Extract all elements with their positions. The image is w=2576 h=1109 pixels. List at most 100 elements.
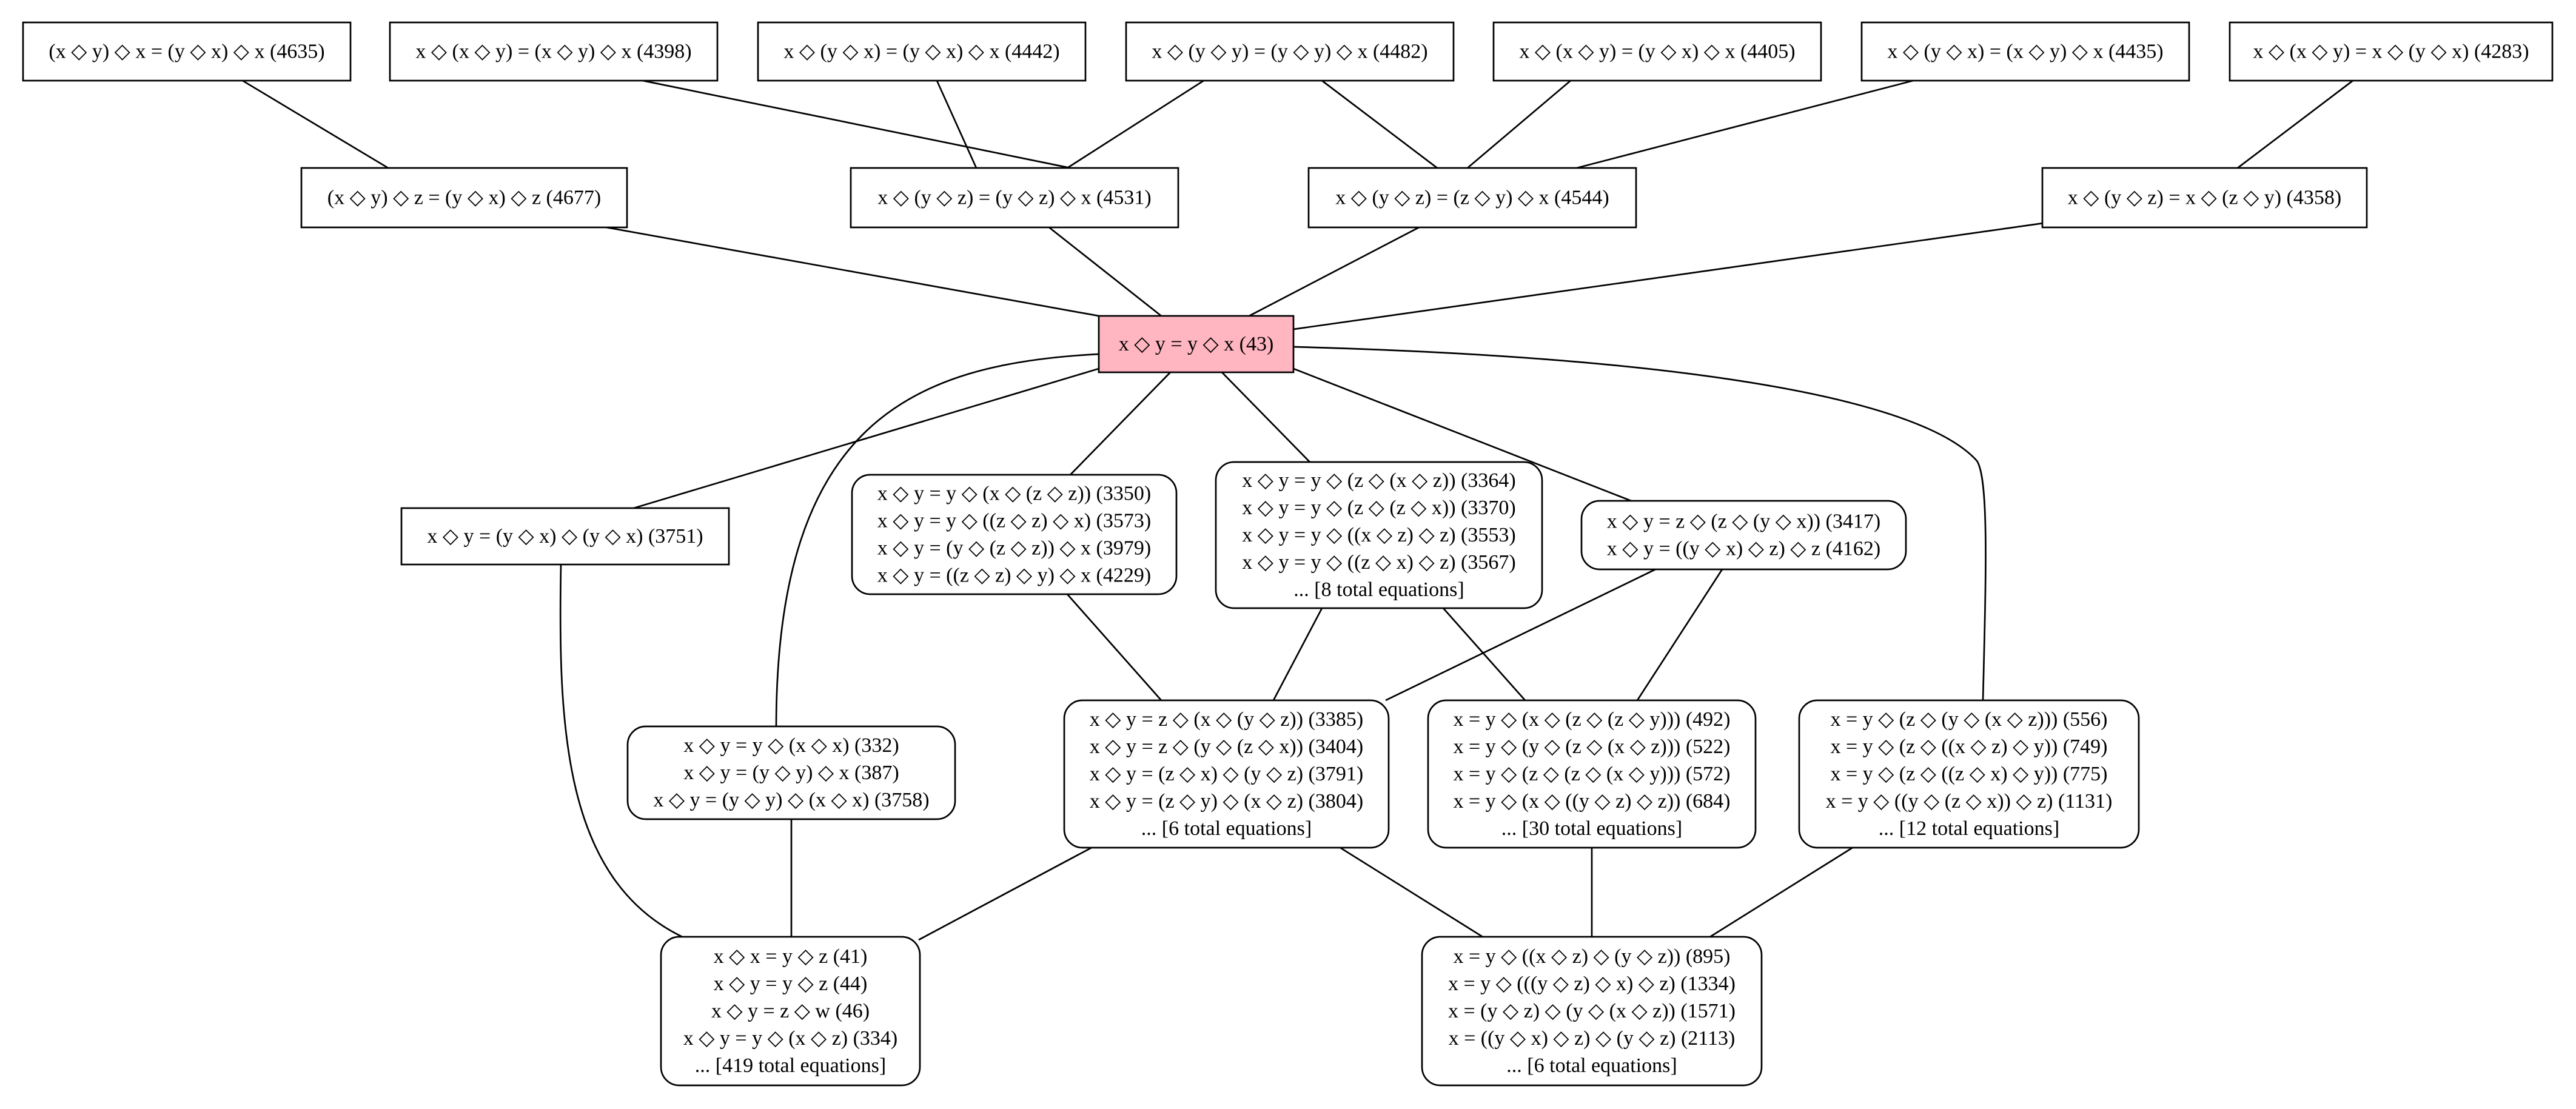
node-box bbox=[1125, 21, 1455, 82]
node-box bbox=[1307, 167, 1637, 229]
equation-line: x ◇ y = y ◇ x (43) bbox=[1119, 333, 1274, 355]
equation-line: (x ◇ y) ◇ x = (y ◇ x) ◇ x (4635) bbox=[49, 41, 324, 63]
equation-node-4283: x ◇ (x ◇ y) = x ◇ (y ◇ x) (4283) bbox=[2229, 21, 2554, 82]
edge-4635-4677 bbox=[242, 79, 389, 169]
node-box bbox=[1215, 461, 1543, 609]
equation-node-4531: x ◇ (y ◇ z) = (y ◇ z) ◇ x (4531) bbox=[850, 167, 1179, 229]
equation-line: x = y ◇ (x ◇ (z ◇ (z ◇ y))) (492) bbox=[1453, 708, 1730, 731]
equation-line: x = y ◇ (((y ◇ z) ◇ x) ◇ z) (1334) bbox=[1448, 973, 1736, 995]
node-box bbox=[1427, 699, 1757, 849]
equation-line: x = y ◇ ((y ◇ (z ◇ x)) ◇ z) (1131) bbox=[1826, 790, 2113, 812]
edge-3417-492 bbox=[1636, 569, 1723, 701]
edge-3364-3385 bbox=[1272, 608, 1323, 701]
edge-4482-4544 bbox=[1321, 79, 1438, 169]
equation-line: x ◇ y = y ◇ (x ◇ z) (334) bbox=[683, 1027, 898, 1050]
equation-line: x ◇ y = z ◇ (x ◇ (y ◇ z)) (3385) bbox=[1090, 708, 1363, 731]
equation-node-4358: x ◇ (y ◇ z) = x ◇ (z ◇ y) (4358) bbox=[2041, 167, 2368, 229]
equation-line: x = y ◇ (z ◇ ((x ◇ z) ◇ y)) (749) bbox=[1830, 735, 2107, 758]
node-box bbox=[1098, 315, 1295, 374]
edge-43-3350 bbox=[1070, 372, 1171, 475]
edge-3385-41 bbox=[918, 846, 1092, 941]
edge-4442-4531 bbox=[936, 80, 978, 169]
equation-line: x ◇ y = z ◇ w (46) bbox=[711, 1000, 870, 1022]
equation-line: x ◇ y = ((y ◇ x) ◇ z) ◇ z (4162) bbox=[1607, 538, 1880, 560]
equation-line: ... [6 total equations] bbox=[1141, 817, 1312, 840]
equation-line: x = y ◇ ((x ◇ z) ◇ (y ◇ z)) (895) bbox=[1453, 945, 1730, 968]
edge-4405-4544 bbox=[1467, 79, 1571, 169]
edge-4435-4544 bbox=[1576, 79, 1914, 169]
edge-3751-41 bbox=[559, 564, 683, 938]
edge-3364-492 bbox=[1442, 608, 1526, 701]
edge-43-3751 bbox=[633, 367, 1099, 509]
equation-node-4442: x ◇ (y ◇ x) = (y ◇ x) ◇ x (4442) bbox=[757, 21, 1087, 82]
equation-line: x = ((y ◇ x) ◇ z) ◇ (y ◇ z) (2113) bbox=[1449, 1027, 1736, 1050]
equation-line: x ◇ y = (y ◇ x) ◇ (y ◇ x) (3751) bbox=[427, 525, 703, 548]
equation-node-3364: x ◇ y = y ◇ (z ◇ (x ◇ z)) (3364) x ◇ y = … bbox=[1215, 461, 1543, 609]
equation-line: ... [8 total equations] bbox=[1293, 578, 1464, 601]
equation-line: x = y ◇ (y ◇ (z ◇ (x ◇ z))) (522) bbox=[1453, 735, 1730, 758]
node-box bbox=[850, 167, 1179, 229]
equation-line: ... [6 total equations] bbox=[1506, 1054, 1677, 1077]
equation-node-3350: x ◇ y = y ◇ (x ◇ (z ◇ z)) (3350) x ◇ y = … bbox=[851, 474, 1178, 595]
equation-line: x ◇ (y ◇ z) = (z ◇ y) ◇ x (4544) bbox=[1335, 187, 1609, 209]
equation-line: x ◇ x = y ◇ z (41) bbox=[714, 945, 868, 968]
edge-4544-43 bbox=[1249, 226, 1420, 317]
node-box bbox=[1860, 21, 2190, 82]
equation-line: x ◇ (x ◇ y) = (y ◇ x) ◇ x (4405) bbox=[1519, 41, 1795, 63]
equation-line: x = y ◇ (z ◇ (z ◇ (x ◇ y))) (572) bbox=[1453, 763, 1730, 785]
node-box bbox=[757, 21, 1087, 82]
equation-node-41: x ◇ x = y ◇ z (41)x ◇ y = y ◇ z (44)x ◇ … bbox=[660, 936, 921, 1087]
edge-43-3364 bbox=[1221, 372, 1310, 463]
equation-node-4482: x ◇ (y ◇ y) = (y ◇ y) ◇ x (4482) bbox=[1125, 21, 1455, 82]
equation-node-895: x = y ◇ ((x ◇ z) ◇ (y ◇ z)) (895) x = y ◇… bbox=[1421, 936, 1763, 1087]
equation-line: x = y ◇ (x ◇ ((y ◇ z) ◇ z)) (684) bbox=[1453, 790, 1730, 812]
edge-3350-3385 bbox=[1066, 594, 1162, 701]
equation-node-4635: (x ◇ y) ◇ x = (y ◇ x) ◇ x (4635) bbox=[22, 21, 352, 82]
equation-node-4398: x ◇ (x ◇ y) = (x ◇ y) ◇ x (4398) bbox=[389, 21, 719, 82]
equation-node-4544: x ◇ (y ◇ z) = (z ◇ y) ◇ x (4544) bbox=[1307, 167, 1637, 229]
equation-node-4677: (x ◇ y) ◇ z = (y ◇ x) ◇ z (4677) bbox=[300, 167, 628, 229]
edge-3385-895 bbox=[1340, 846, 1483, 938]
equation-line: x = (y ◇ z) ◇ (y ◇ (x ◇ z)) (1571) bbox=[1448, 1000, 1736, 1022]
equation-line: x ◇ y = y ◇ (x ◇ (z ◇ z)) (3350) bbox=[877, 483, 1151, 505]
equation-line: x ◇ (y ◇ x) = (y ◇ x) ◇ x (4442) bbox=[783, 41, 1059, 63]
equation-line: x ◇ y = y ◇ (x ◇ x) (332) bbox=[683, 734, 899, 757]
node-box bbox=[300, 167, 628, 229]
node-box bbox=[2041, 167, 2368, 229]
node-box bbox=[851, 474, 1178, 595]
equation-line: x ◇ y = (y ◇ y) ◇ (x ◇ x) (3758) bbox=[653, 789, 929, 811]
node-box bbox=[1421, 936, 1763, 1087]
equation-line: ... [30 total equations] bbox=[1501, 817, 1682, 840]
edge-4531-43 bbox=[1048, 226, 1162, 317]
equation-node-3751: x ◇ y = (y ◇ x) ◇ (y ◇ x) (3751) bbox=[400, 507, 730, 566]
edge-4398-4531 bbox=[642, 79, 1071, 169]
node-box bbox=[2229, 21, 2554, 82]
node-box bbox=[1798, 699, 2140, 849]
edge-4283-4358 bbox=[2237, 79, 2353, 169]
graph-edges bbox=[242, 79, 2353, 941]
equation-line: x ◇ y = y ◇ (z ◇ (z ◇ x)) (3370) bbox=[1242, 497, 1515, 519]
equation-line: x ◇ y = y ◇ (z ◇ (x ◇ z)) (3364) bbox=[1242, 469, 1515, 492]
equation-line: ... [12 total equations] bbox=[1879, 817, 2059, 840]
equation-line: x ◇ (y ◇ z) = x ◇ (z ◇ y) (4358) bbox=[2068, 187, 2341, 209]
equation-node-492: x = y ◇ (x ◇ (z ◇ (z ◇ y))) (492) x = y ◇… bbox=[1427, 699, 1757, 849]
node-box bbox=[1492, 21, 1822, 82]
node-box bbox=[626, 725, 956, 820]
equation-node-3417: x ◇ y = z ◇ (z ◇ (y ◇ x)) (3417)x ◇ y = … bbox=[1580, 500, 1907, 571]
equation-line: x ◇ (x ◇ y) = (x ◇ y) ◇ x (4398) bbox=[415, 41, 691, 63]
equation-line: x = y ◇ (z ◇ (y ◇ (x ◇ z))) (556) bbox=[1830, 708, 2107, 731]
edge-43-332 bbox=[775, 353, 1099, 728]
equation-node-43: x ◇ y = y ◇ x (43) bbox=[1098, 315, 1295, 374]
equation-line: x ◇ y = (y ◇ (z ◇ z)) ◇ x (3979) bbox=[877, 537, 1151, 560]
edge-556-895 bbox=[1709, 846, 1853, 938]
node-box bbox=[389, 21, 719, 82]
edge-4677-43 bbox=[606, 226, 1099, 317]
node-box bbox=[22, 21, 352, 82]
equation-node-332: x ◇ y = y ◇ (x ◇ x) (332) x ◇ y = (y ◇ y)… bbox=[626, 725, 956, 820]
graph-nodes: (x ◇ y) ◇ x = (y ◇ x) ◇ x (4635) x ◇ (x ◇… bbox=[22, 21, 2554, 1087]
equation-line: ... [419 total equations] bbox=[695, 1054, 886, 1077]
equation-node-4405: x ◇ (x ◇ y) = (y ◇ x) ◇ x (4405) bbox=[1492, 21, 1822, 82]
equation-line: x ◇ y = z ◇ (y ◇ (z ◇ x)) (3404) bbox=[1090, 735, 1363, 758]
equation-line: x ◇ y = y ◇ ((z ◇ z) ◇ x) (3573) bbox=[877, 510, 1151, 532]
